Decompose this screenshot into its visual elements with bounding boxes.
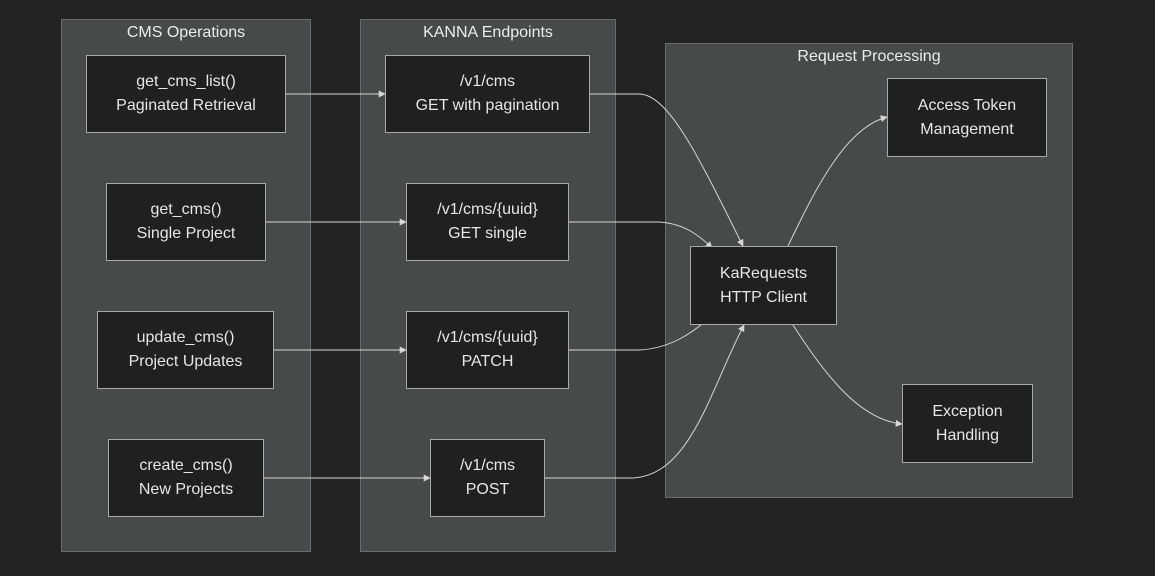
node-label-line1: Access Token: [917, 96, 1017, 114]
node-label-line2: HTTP Client: [720, 288, 807, 306]
node-endpoint-get[interactable]: /v1/cms/{uuid} GET single: [406, 183, 569, 261]
cluster-title: KANNA Endpoints: [423, 24, 553, 41]
node-label-line1: create_cms(): [139, 457, 233, 474]
cluster-title: Request Processing: [797, 48, 941, 65]
node-access-token[interactable]: Access Token Management: [887, 78, 1047, 157]
node-label-line1: /v1/cms: [459, 73, 516, 90]
node-label-line1: Exception: [932, 402, 1003, 420]
node-label-line2: PATCH: [461, 353, 514, 370]
node-label-line1: /v1/cms/{uuid}: [437, 329, 538, 346]
node-label-line1: update_cms(): [136, 329, 235, 346]
node-exception-handling[interactable]: Exception Handling: [902, 384, 1033, 463]
node-label-line1: /v1/cms: [459, 457, 516, 474]
node-label-line2: GET single: [448, 225, 527, 242]
node-endpoint-post[interactable]: /v1/cms POST: [430, 439, 545, 517]
node-endpoint-patch[interactable]: /v1/cms/{uuid} PATCH: [406, 311, 569, 389]
node-label-line1: /v1/cms/{uuid}: [437, 201, 538, 218]
node-update-cms[interactable]: update_cms() Project Updates: [97, 311, 274, 389]
node-label-line2: Project Updates: [128, 353, 243, 370]
node-label-line1: get_cms(): [150, 201, 222, 218]
node-label-line2: Handling: [935, 426, 1000, 444]
node-label-line2: Single Project: [136, 225, 236, 242]
node-label-line1: KaRequests: [719, 264, 808, 282]
node-label-line2: POST: [465, 481, 510, 498]
node-label-line2: Paginated Retrieval: [116, 97, 256, 114]
node-get-cms-list[interactable]: get_cms_list() Paginated Retrieval: [86, 55, 286, 133]
node-get-cms[interactable]: get_cms() Single Project: [106, 183, 266, 261]
node-label-line2: New Projects: [138, 481, 234, 498]
node-karequests[interactable]: KaRequests HTTP Client: [690, 246, 837, 325]
node-label-line2: GET with pagination: [415, 97, 560, 114]
node-label-line1: get_cms_list(): [136, 73, 236, 90]
node-create-cms[interactable]: create_cms() New Projects: [108, 439, 264, 517]
node-label-line2: Management: [920, 120, 1014, 138]
cluster-title: CMS Operations: [126, 24, 246, 41]
node-endpoint-list[interactable]: /v1/cms GET with pagination: [385, 55, 590, 133]
